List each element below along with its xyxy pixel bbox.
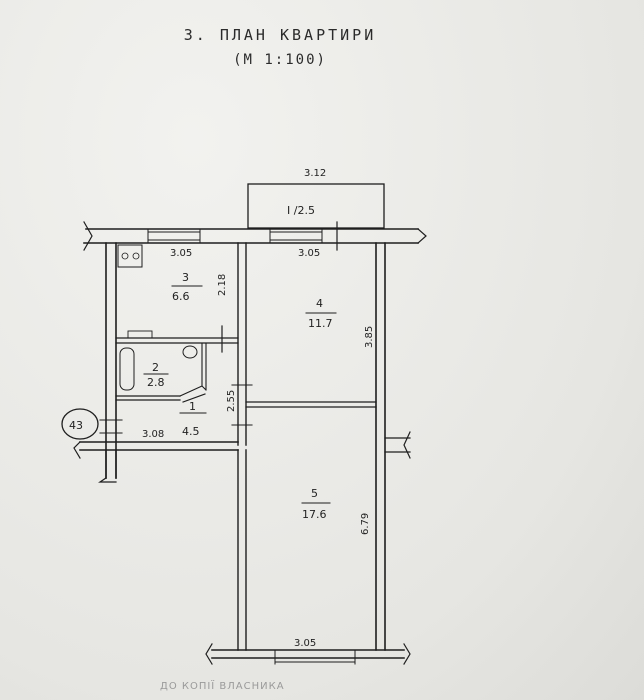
room1-number: 1 (189, 400, 196, 413)
room5-area: 17.6 (302, 508, 327, 521)
bottom-wall (211, 649, 405, 659)
room2-area: 2.8 (147, 376, 165, 389)
room4-depth: 3.85 (364, 326, 375, 348)
window-top-right (269, 228, 323, 244)
room3-width: 3.05 (170, 248, 192, 259)
window-bottom (274, 649, 356, 665)
apartment-number-circle (61, 408, 99, 440)
bathtub (119, 347, 135, 391)
right-wall (375, 242, 386, 651)
apartment-number: 43 (69, 419, 83, 432)
balcony-label: І /2.5 (287, 204, 315, 217)
partition-wall-1 (237, 242, 247, 446)
room1-depth: 2.55 (226, 390, 237, 412)
room5-left-wall (237, 449, 247, 651)
room5-number: 5 (311, 487, 318, 500)
room5-width: 3.05 (294, 638, 316, 649)
room3-number: 3 (182, 271, 189, 284)
room4-width: 3.05 (298, 248, 320, 259)
kitchen-bottom-wall (115, 337, 239, 344)
plan-scale: (М 1:100) (233, 52, 327, 68)
room4-number: 4 (316, 297, 323, 310)
room1-width: 3.08 (142, 429, 164, 440)
room4-area: 11.7 (308, 317, 333, 330)
room1-area: 4.5 (182, 425, 200, 438)
room3-depth: 2.18 (217, 274, 228, 296)
balcony-outline (247, 183, 385, 229)
sink (127, 330, 153, 339)
room3-area: 6.6 (172, 290, 190, 303)
divider-4-5 (245, 401, 377, 408)
plan-title: 3. ПЛАН КВАРТИРИ (183, 26, 377, 44)
left-wall (105, 242, 117, 479)
hallway-bottom-wall (79, 441, 239, 451)
top-wall (83, 228, 419, 244)
room2-number: 2 (152, 361, 159, 374)
window-top-left (147, 228, 201, 244)
toilet (182, 345, 198, 359)
room5-depth: 6.79 (360, 513, 371, 535)
stove (117, 244, 143, 268)
balcony-dimension: 3.12 (304, 168, 326, 179)
footer-stamp: ДО КОПІЇ ВЛАСНИКА (160, 679, 285, 692)
